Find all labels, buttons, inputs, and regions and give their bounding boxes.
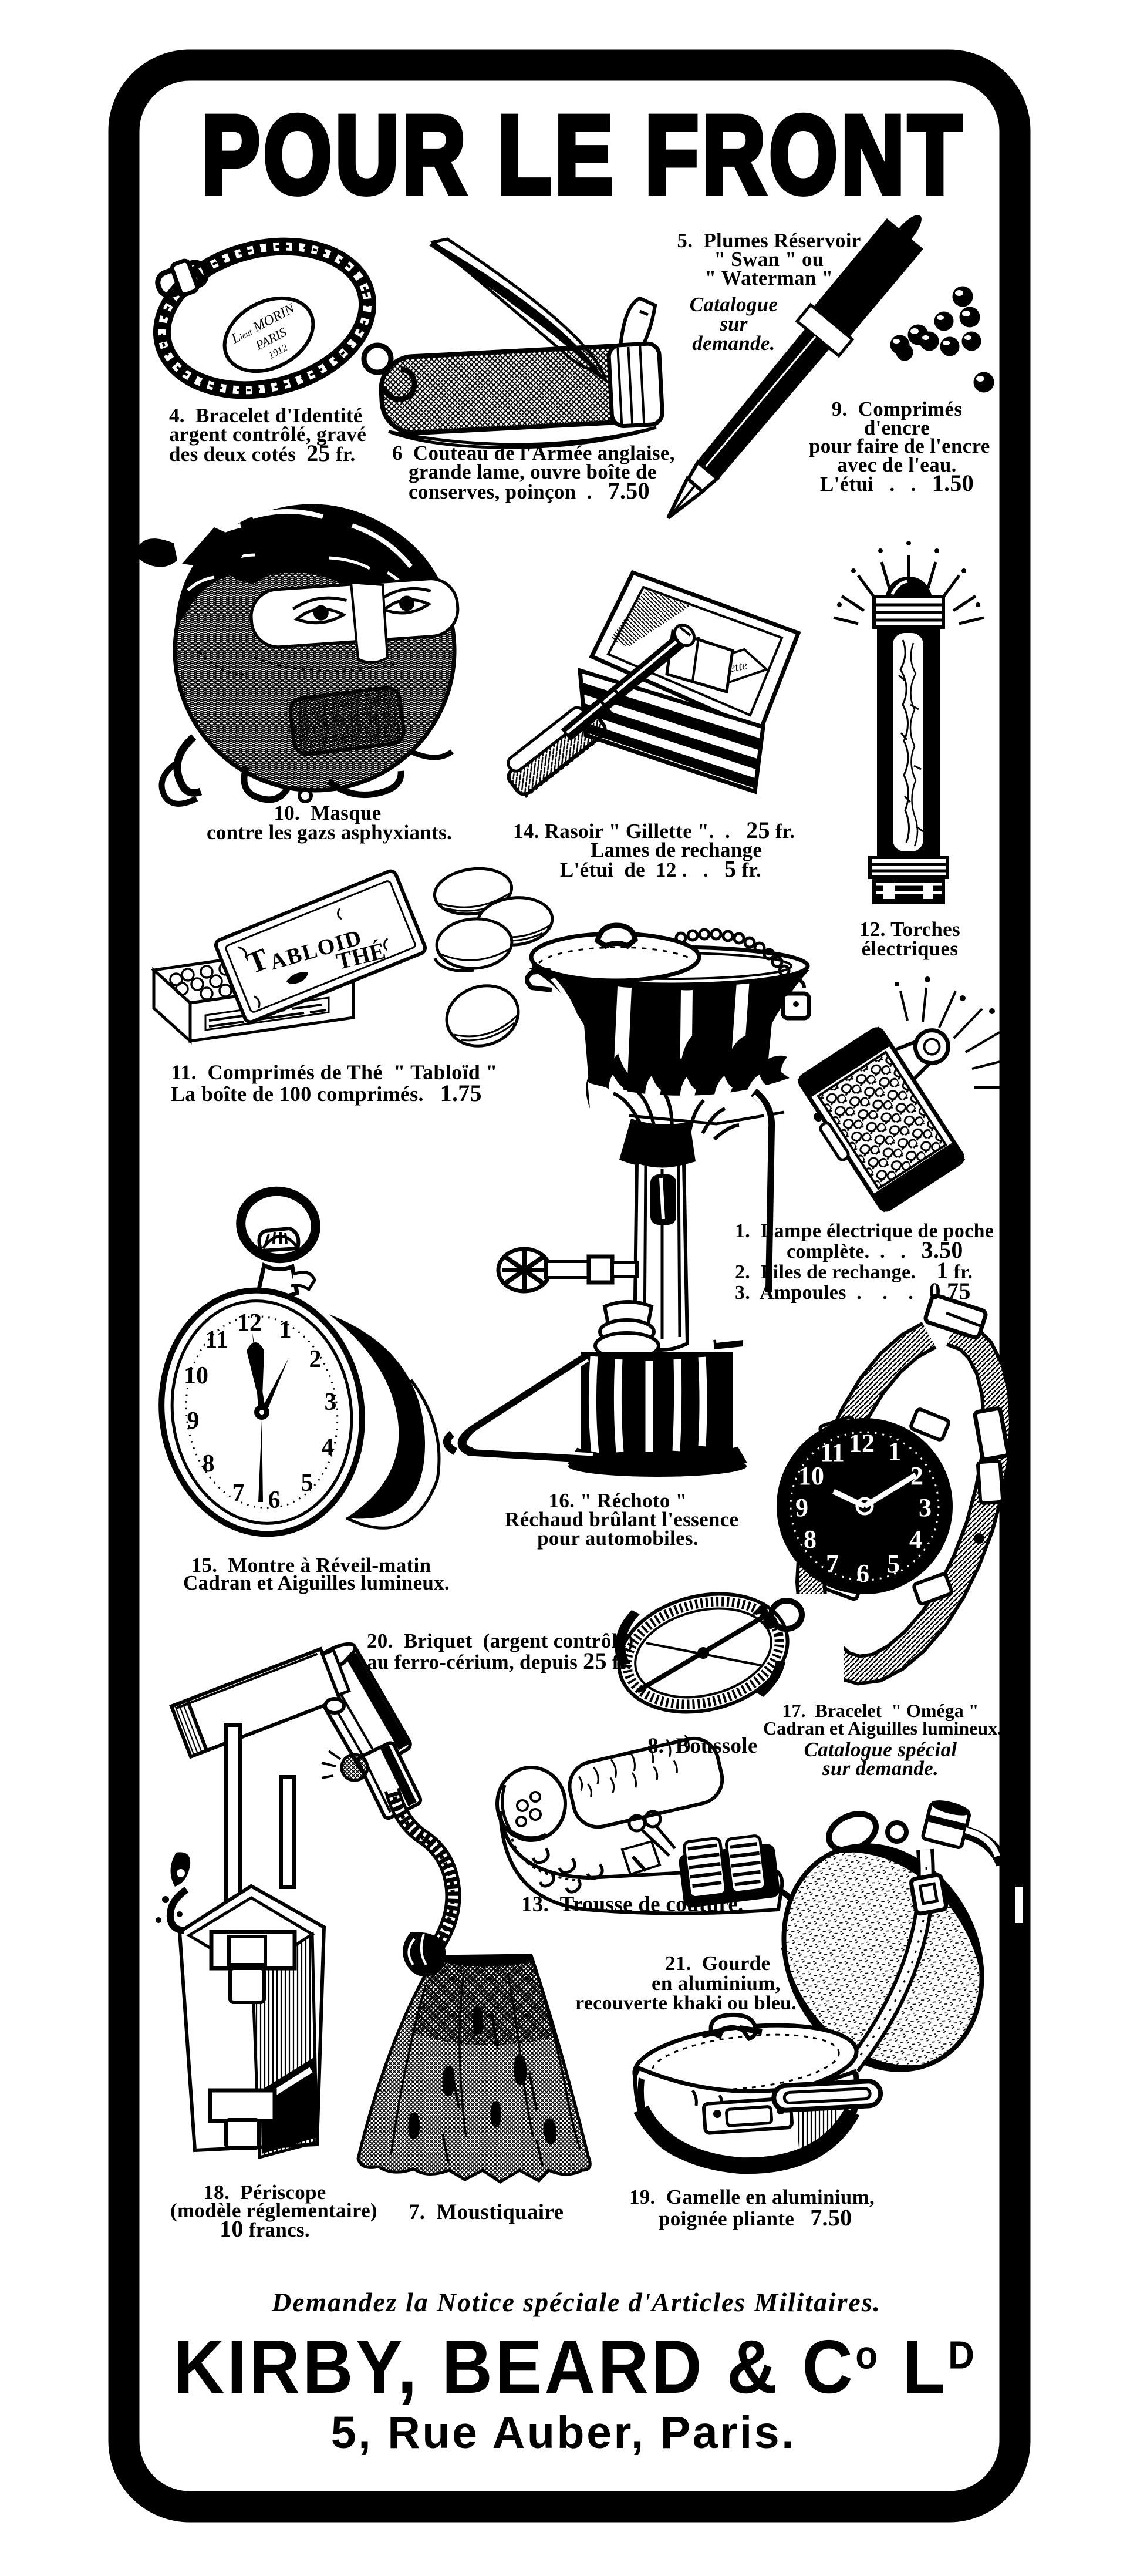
svg-text:6: 6 (856, 1559, 869, 1588)
svg-text:5: 5 (887, 1550, 900, 1578)
svg-text:9: 9 (187, 1407, 200, 1435)
svg-text:11: 11 (205, 1326, 228, 1353)
svg-text:3: 3 (325, 1389, 337, 1416)
svg-text:2: 2 (910, 1462, 923, 1490)
svg-text:1: 1 (888, 1437, 901, 1466)
svg-text:6: 6 (268, 1487, 281, 1514)
svg-text:2: 2 (309, 1346, 322, 1373)
svg-text:11: 11 (820, 1438, 845, 1467)
svg-text:5: 5 (301, 1470, 313, 1497)
svg-text:9: 9 (795, 1493, 808, 1522)
svg-text:3: 3 (919, 1493, 932, 1522)
svg-text:8: 8 (804, 1525, 817, 1554)
svg-text:7: 7 (232, 1480, 245, 1507)
svg-text:10: 10 (798, 1462, 824, 1490)
svg-text:12: 12 (849, 1429, 875, 1457)
svg-text:4: 4 (322, 1434, 334, 1461)
svg-text:4: 4 (909, 1525, 922, 1554)
svg-text:1: 1 (279, 1316, 292, 1343)
svg-text:8: 8 (203, 1450, 215, 1477)
svg-text:10: 10 (184, 1362, 208, 1389)
svg-text:7: 7 (826, 1550, 839, 1578)
svg-text:12: 12 (237, 1309, 262, 1336)
